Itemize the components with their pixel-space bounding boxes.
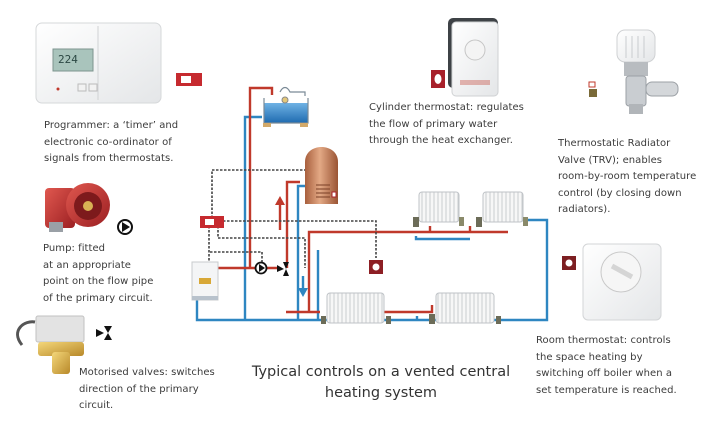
trv-symbol bbox=[588, 81, 597, 97]
room-thermostat-caption: Room thermostat: controls the space heat… bbox=[536, 333, 677, 399]
cylinder-thermostat-image bbox=[448, 18, 499, 97]
diagram-valve-symbol bbox=[277, 262, 289, 276]
pump-image bbox=[45, 183, 110, 232]
caption-line: Programmer: a ‘timer’ and bbox=[44, 120, 179, 131]
diagram-room-thermostat-symbol bbox=[369, 260, 383, 274]
caption-line: switching off boiler when a bbox=[536, 368, 673, 379]
caption-line: Room thermostat: controls bbox=[536, 335, 671, 346]
title-line: heating system bbox=[324, 385, 438, 401]
caption-line: electronic co-ordinator of bbox=[44, 136, 172, 148]
caption-line: Thermostatic Radiator bbox=[558, 138, 671, 149]
radiator-lower-left bbox=[321, 292, 391, 324]
pump-symbol bbox=[117, 219, 133, 235]
flow-arrow-up bbox=[275, 196, 285, 230]
caption-line: circuit. bbox=[79, 400, 114, 411]
programmer-device-image bbox=[35, 22, 162, 104]
caption-line: signals from thermostats. bbox=[44, 153, 174, 164]
caption-line: Pump: fitted bbox=[43, 243, 106, 254]
pump-caption: Pump: fitted at an appropriate point on … bbox=[43, 241, 153, 307]
caption-line: through the heat exchanger. bbox=[369, 135, 514, 146]
caption-line: the space heating by bbox=[536, 351, 643, 363]
boiler bbox=[191, 261, 219, 301]
caption-line: Motorised valves: switches bbox=[79, 367, 215, 378]
caption-line: the flow of primary water bbox=[369, 118, 498, 130]
hot-water-cylinder bbox=[305, 147, 338, 204]
diagram-title: Typical controls on a vented central hea… bbox=[226, 362, 536, 404]
room-thermostat-image bbox=[582, 243, 662, 321]
valve-symbol bbox=[96, 326, 112, 340]
caption-line: of the primary circuit. bbox=[43, 292, 153, 304]
motorised-valve-image bbox=[16, 315, 85, 374]
programmer-symbol bbox=[176, 73, 202, 86]
caption-line: radiators). bbox=[558, 204, 611, 215]
feed-expansion-tank bbox=[263, 86, 309, 127]
caption-line: direction of the primary bbox=[79, 383, 199, 395]
cylinder-thermostat-caption: Cylinder thermostat: regulates the flow … bbox=[369, 100, 524, 150]
caption-line: room-by-room temperature bbox=[558, 171, 697, 182]
caption-line: point on the flow pipe bbox=[43, 276, 154, 287]
diagram-programmer-symbol bbox=[200, 216, 224, 228]
diagram-pump-symbol bbox=[254, 261, 268, 275]
programmer-caption: Programmer: a ‘timer’ and electronic co-… bbox=[44, 118, 178, 168]
return-arrow-down bbox=[298, 276, 308, 297]
caption-line: control (by closing down bbox=[558, 187, 682, 199]
caption-line: Cylinder thermostat: regulates bbox=[369, 102, 524, 113]
radiator-upper-right bbox=[476, 191, 528, 227]
caption-line: at an appropriate bbox=[43, 259, 131, 271]
motorised-valve-caption: Motorised valves: switches direction of … bbox=[79, 365, 215, 415]
title-line: Typical controls on a vented central bbox=[251, 364, 511, 380]
radiator-upper-left bbox=[413, 191, 464, 227]
caption-line: set temperature is reached. bbox=[536, 384, 677, 396]
trv-caption: Thermostatic Radiator Valve (TRV); enabl… bbox=[558, 136, 696, 219]
programmer-display: 224 bbox=[58, 53, 78, 66]
trv-image bbox=[616, 29, 679, 114]
cylinder-thermostat-symbol bbox=[431, 70, 445, 88]
room-thermostat-symbol bbox=[562, 256, 576, 270]
radiator-lower-right bbox=[429, 292, 501, 324]
caption-line: Valve (TRV); enables bbox=[558, 154, 663, 166]
control-wiring bbox=[208, 169, 377, 268]
